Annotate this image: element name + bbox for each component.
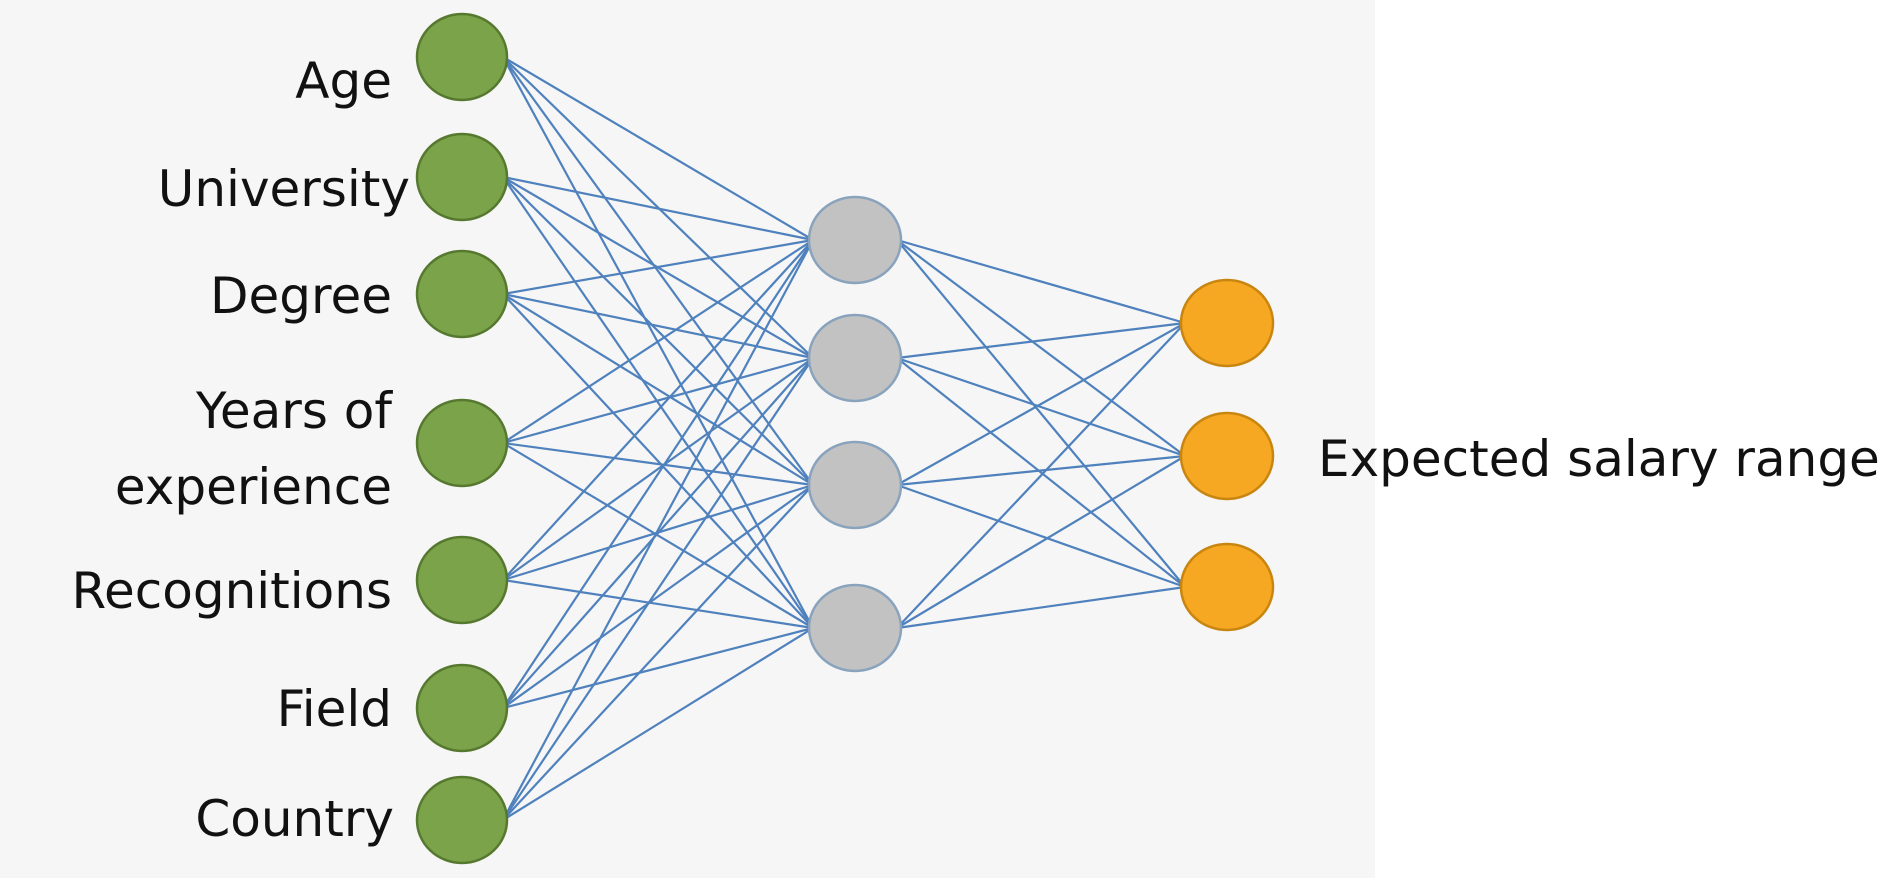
slide-background [0, 0, 1375, 878]
connection-line [502, 56, 814, 486]
output-node-3 [1179, 542, 1275, 632]
connection-line [896, 239, 1186, 588]
connection-line [502, 293, 814, 486]
connection-line [896, 483, 1186, 589]
input-node-3 [415, 249, 509, 339]
connection-line [502, 442, 814, 629]
connection-line [502, 484, 814, 709]
input-node-7 [415, 775, 509, 865]
input-label-university: University [157, 160, 410, 218]
connection-line [502, 356, 814, 445]
connection-line [896, 585, 1186, 630]
connection-line [502, 239, 814, 821]
input-node-2 [415, 132, 509, 222]
input-label-experience-line1: Years of [196, 382, 392, 440]
connection-line [896, 322, 1186, 629]
connection-line [896, 238, 1186, 325]
output-node-1 [1179, 278, 1275, 368]
output-node-2 [1179, 411, 1275, 501]
hidden-node-2 [807, 313, 903, 403]
hidden-node-4 [807, 583, 903, 673]
connection-line [502, 175, 814, 242]
input-label-field: Field [276, 680, 392, 738]
connection-line [502, 441, 814, 487]
connection-line [502, 239, 814, 444]
input-label-experience-line2: experience [114, 458, 392, 516]
connection-line [502, 239, 814, 581]
connection-line [502, 357, 814, 709]
connection-line [502, 578, 814, 630]
connection-line [896, 321, 1186, 360]
connection-line [896, 455, 1186, 629]
input-node-6 [415, 663, 509, 753]
connection-line [502, 293, 814, 629]
input-node-5 [415, 535, 509, 625]
connection-line [896, 357, 1186, 588]
nodes [415, 12, 1275, 865]
output-label: Expected salary range [1318, 430, 1880, 488]
connection-line [502, 176, 814, 629]
input-node-1 [415, 12, 509, 102]
hidden-node-1 [807, 195, 903, 285]
input-label-country: Country [195, 790, 394, 848]
connection-line [502, 357, 814, 581]
connection-line [502, 357, 814, 821]
connection-line [502, 292, 814, 360]
connection-line [502, 238, 814, 296]
input-node-4 [415, 398, 509, 488]
connection-line [502, 484, 814, 821]
connection-line [502, 626, 814, 710]
connection-line [502, 627, 814, 821]
hidden-node-3 [807, 440, 903, 530]
connection-line [896, 239, 1186, 457]
connection-line [896, 356, 1186, 458]
connection-line [502, 239, 814, 709]
input-label-recognitions: Recognitions [71, 562, 392, 620]
connection-line [896, 322, 1186, 486]
connections [502, 56, 1186, 821]
connection-line [502, 56, 814, 241]
input-label-degree: Degree [210, 267, 392, 325]
connection-line [896, 454, 1186, 487]
input-label-age: Age [295, 52, 392, 110]
